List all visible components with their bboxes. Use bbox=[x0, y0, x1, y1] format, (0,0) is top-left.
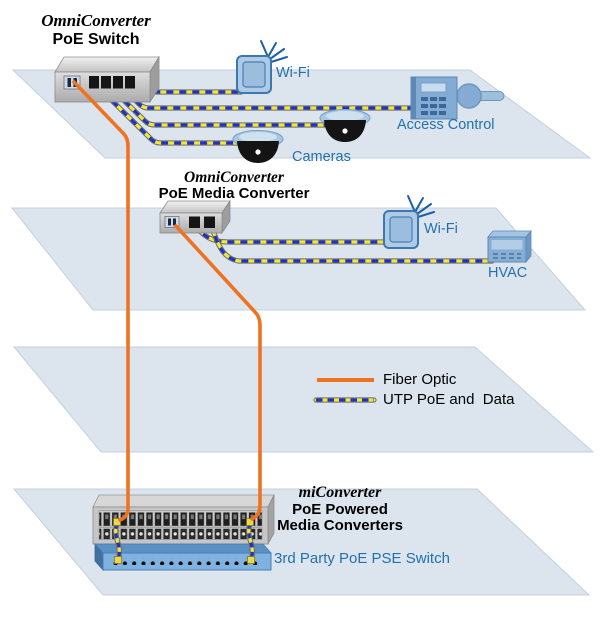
floor-plane-3 bbox=[12, 346, 595, 453]
access-control-keypad-icon bbox=[410, 76, 505, 120]
floor2-device-name: PoE Media Converter bbox=[158, 185, 310, 202]
hvac-label: HVAC bbox=[488, 265, 528, 281]
converter-slots bbox=[98, 510, 263, 527]
legend bbox=[313, 378, 377, 403]
legend-utp-label: UTP PoE and Data bbox=[383, 391, 515, 408]
basement-device-name-line1: PoE Powered bbox=[292, 501, 388, 518]
utp-cable-camera1 bbox=[91, 80, 245, 146]
fiber-cable-switch-to-chassis bbox=[72, 80, 130, 522]
wifi-label-floor1: Wi-Fi bbox=[276, 65, 310, 81]
utp-jumper-2 bbox=[246, 518, 255, 564]
poe-media-converter-icon bbox=[159, 199, 231, 235]
hvac-controller-icon bbox=[487, 229, 532, 264]
rj45-ports bbox=[89, 76, 135, 89]
floor2-device-brand: OmniConverter bbox=[184, 169, 284, 186]
cameras-label: Cameras bbox=[292, 149, 351, 165]
utp-cable-access-control bbox=[115, 80, 417, 111]
rj45-ports bbox=[189, 216, 215, 228]
basement-device-brand: miConverter bbox=[298, 484, 382, 501]
converter-ports bbox=[98, 527, 263, 540]
third-party-pse-switch-icon bbox=[94, 542, 272, 572]
floor1-device-name: PoE Switch bbox=[52, 31, 140, 48]
pse-switch-ports bbox=[110, 558, 260, 565]
fiber-cable-converter-to-chassis bbox=[174, 224, 262, 521]
poe-switch-icon bbox=[54, 55, 160, 104]
basement-device-name-line2: Media Converters bbox=[277, 517, 403, 534]
third-party-pse-label: 3rd Party PoE PSE Switch bbox=[274, 550, 450, 567]
fiber-port bbox=[164, 216, 180, 228]
floor1-device-brand: OmniConverter bbox=[41, 11, 151, 30]
utp-cable-camera2 bbox=[103, 80, 333, 128]
utp-jumper-1 bbox=[113, 518, 122, 564]
wifi-label-floor2: Wi-Fi bbox=[424, 221, 458, 237]
media-converter-chassis-icon bbox=[92, 494, 275, 545]
access-control-label: Access Control bbox=[397, 117, 495, 133]
legend-fiber-label: Fiber Optic bbox=[383, 371, 457, 388]
